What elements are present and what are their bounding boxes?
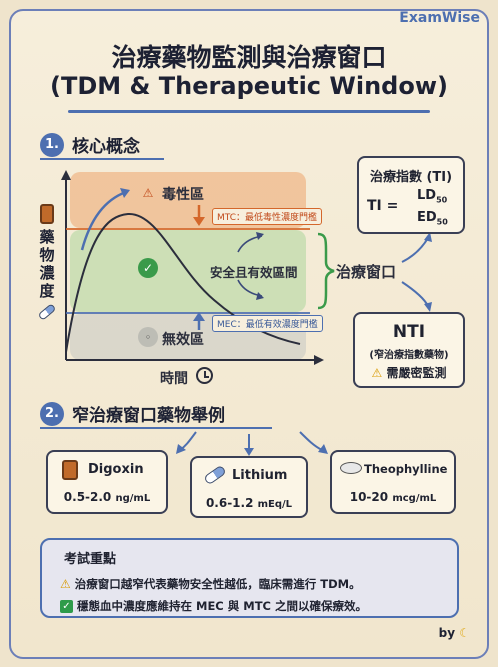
section-2-header: 2. 窄治療窗口藥物舉例 [40,401,225,426]
neutral-face-icon: ◦ [138,327,158,347]
ti-denominator: ED50 [417,210,448,227]
drug-dose-value: 10-20 [349,490,389,504]
key-points-box: 考試重點 ⚠ 治療窗口越窄代表藥物安全性越低，臨床需進行 TDM。 ✓ 穩態血中… [40,538,459,618]
drug-dose-unit: mcg/mL [392,493,437,504]
check-icon: ✓ [60,599,73,613]
nti-box: NTI (窄治療指數藥物) ⚠ 需嚴密監測 [353,312,465,388]
x-axis-arrow [314,355,324,365]
mec-tag: MEC：最低有效濃度門檻 [212,315,323,332]
pill-bottle-icon [40,204,54,224]
pill-bottle-icon [62,460,78,480]
y-label-char: 濃 [39,264,55,282]
section-1-number: 1. [40,132,64,157]
ineffective-zone-label: 無效區 [162,332,204,348]
rise-arrow [80,190,127,251]
drug-dose-unit: mEq/L [257,499,293,510]
section-1-title: 核心概念 [72,137,140,157]
nti-subtitle: (窄治療指數藥物) [369,350,449,361]
nti-title: NTI [392,322,426,342]
y-axis-arrow [61,170,71,180]
ti-denominator-sub: 50 [436,217,448,227]
y-axis-label: 藥 物 濃 度 [36,204,58,321]
y-label-char: 物 [39,246,55,264]
toxic-zone-label: 毒性區 [162,187,204,203]
brand-logo: ExamWise [399,10,480,26]
drug-name: Theophylline [364,462,448,476]
capsule-icon [203,464,227,486]
window-brace [317,232,335,310]
drug-name: Lithium [232,468,288,483]
section-2-underline [40,427,272,429]
y-label-char: 度 [39,282,55,300]
drug-dose: 0.6-1.2 mEq/L [192,496,306,510]
drug-card-theophylline: Theophylline 10-20 mcg/mL [330,450,456,514]
page-subtitle: (TDM & Therapeutic Window) [50,72,448,100]
warning-icon: ⚠ [60,577,71,591]
by-text: by [438,626,456,640]
nti-warning-text: 需嚴密監測 [386,366,447,380]
y-label-char: 藥 [39,228,55,246]
ti-title: 治療指數 (TI) [369,170,453,185]
page-title: 治療藥物監測與治療窗口 [111,43,387,72]
title-underline [68,110,430,113]
clock-icon [196,367,213,384]
warning-icon: ⚠ [371,366,383,380]
ti-denominator-text: ED [417,210,437,225]
by-credit: by ☾ [439,626,470,640]
section-1-underline [40,158,164,160]
drug-card-digoxin: Digoxin 0.5-2.0 ng/mL [46,450,168,514]
key-point-1-text: 治療窗口越窄代表藥物安全性越低，臨床需進行 TDM。 [74,577,361,591]
check-icon: ✓ [138,258,158,278]
ti-box: 治療指數 (TI) TI = LD50 ED50 [357,156,465,234]
ti-lhs: TI = [367,198,399,214]
drug-name: Digoxin [88,462,144,477]
mtc-tag: MTC：最低毒性濃度門檻 [212,208,323,225]
key-points-title: 考試重點 [64,552,117,567]
key-point-1: ⚠ 治療窗口越窄代表藥物安全性越低，臨床需進行 TDM。 [60,576,361,592]
section-2-title: 窄治療窗口藥物舉例 [72,406,225,426]
therapeutic-window-label: 治療窗口 [336,263,397,281]
section-2-number: 2. [40,401,64,426]
x-axis-label: 時間 [160,371,188,387]
drug-dose-value: 0.6-1.2 [205,496,254,510]
moon-icon: ☾ [459,626,470,640]
key-point-2-text: 穩態血中濃度應維持在 MEC 與 MTC 之間以確保療效。 [77,599,367,613]
ti-numerator: LD50 [417,188,447,205]
drug-dose: 0.5-2.0 ng/mL [48,490,166,504]
key-point-2: ✓ 穩態血中濃度應維持在 MEC 與 MTC 之間以確保療效。 [60,598,367,614]
drug-dose-value: 0.5-2.0 [63,490,112,504]
ti-numerator-text: LD [417,188,437,203]
safe-zone-label: 安全且有效區間 [210,265,298,280]
drug-card-lithium: Lithium 0.6-1.2 mEq/L [190,456,308,518]
tablet-icon [340,462,362,474]
drug-dose: 10-20 mcg/mL [332,490,454,504]
ti-numerator-sub: 50 [436,195,448,205]
drug-dose-unit: ng/mL [115,493,151,504]
section-1-header: 1. 核心概念 [40,132,140,157]
warning-icon: ⚠ [142,186,154,200]
nti-warning: ⚠ 需嚴密監測 [355,364,463,381]
